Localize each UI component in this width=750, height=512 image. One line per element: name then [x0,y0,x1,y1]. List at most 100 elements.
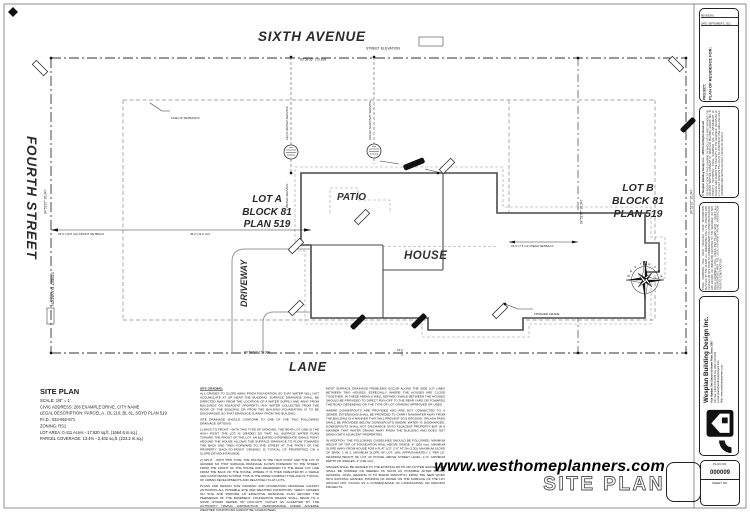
grade-marker-filled [680,117,696,133]
line-of-setbacks-label: LINE OF SETBACKS [171,117,200,120]
info-block: SCALE: 1/8" = 1' CIVIC ADDRESS: 206 EXAM… [40,398,205,487]
sidebar-disclaimer-box: THESE DRAWINGS HAVE BEEN PREPARED FROM I… [699,202,739,292]
company-logo [706,409,734,454]
bearing-right: 04°52'07" 95.347 [690,189,694,214]
dimension-leaders [51,102,578,356]
lot-b-line1: LOT B [622,182,654,194]
patio-label: PATIO [337,192,367,203]
grade-marker-filled [350,314,366,330]
lot-b-line2: BLOCK 81 [612,195,664,208]
project-title: PLAN OF RESIDENCE FOR: [708,47,713,100]
street-elevation-label-top: STREET ELEVATION [366,47,400,51]
sheet-title: SITE PLAN [543,474,665,496]
corner-hatch-marker [667,55,685,73]
street-elevation-label-left: STREET ELEVATION [50,272,55,306]
plan-no-label: PLAN NO. [712,463,727,466]
sidebar-company-box: Wesplan Building Design Inc. Your Number… [699,296,739,456]
street-label-lane: LANE [289,360,328,374]
sheet-no-label: SHEET NO. [711,482,729,485]
plan-no-value: 000009 [709,470,731,476]
notes-paragraph: PLANS AND DESIGN SITE GRADING AND FOUNDA… [200,484,319,512]
disclaimer-body: THESE DRAWINGS HAVE BEEN PREPARED FROM I… [702,206,723,290]
grade-marker-open [287,299,305,317]
lot-b-line3: PLAN 519 [613,208,663,221]
notes-heading: SITE GRADING: [200,387,224,391]
lane-tick-label: 15' [397,349,401,352]
street-label-sixth-avenue: SIXTH AVENUE [258,29,366,44]
notes-paragraph: SITE DRAINAGE SHOULD CONFORM TO ONE OF T… [200,418,319,426]
dim-arrow [572,240,578,244]
street-elevation-swatch-top [418,36,444,47]
grade-marker-open [353,208,371,226]
bearing-bottom: 89°59'52" 179.909 [244,351,271,355]
notes-paragraph: MOST SURFACE DRAINAGE PROBLEMS OCCUR ALO… [326,387,445,407]
project-revisions-row: REVISIONS: [701,10,739,18]
driveway-edges [231,248,311,353]
sanitary-service-label: 100mm SANITARY SERVICE [369,100,372,140]
bearing-left: 04°52'07" 95.347 [44,189,48,214]
dim-arrow [304,228,311,232]
front-setback-label-2: 36.2' (11.0 mtr) [190,233,211,236]
front-setback-label: 34.5' (10.5 mtr) FRONT SETBACK [58,233,105,236]
notes-paragraph: SWALES SHALL BE GRADED TO THE EXISTING D… [326,465,445,489]
street-elevation-swatch-left [46,307,55,325]
project-label: PROJECT: [703,84,707,100]
info-zoning: ZONING: RS1 [40,423,67,429]
sheet-border [3,3,747,509]
water-service-label: 19mm WATER SERVICE [286,106,289,140]
info-civic-address: CIVIC ADDRESS: 206 EXAMPLE DRIVE, CITY N… [40,404,140,410]
project-date-row: DATE: SEPTEMBER 5, 2012 [701,18,739,26]
sidebar-plan-number-box: PLAN NO. 000009 SHEET NO. [700,460,740,506]
corner-diamond-mark [8,7,18,17]
sidebar-project-box: PROJECT: PLAN OF RESIDENCE FOR: DATE: SE… [699,8,739,102]
compass-ring-letter: S [634,265,636,269]
notes-paragraph: WHERE DOWNSPOUTS ARE PROVIDED AND ARE NO… [326,409,445,437]
compass-ring-letter: H [648,262,650,266]
grade-marker-open [491,302,509,320]
info-block-title: SITE PLAN [40,387,80,396]
project-date: DATE: SEPTEMBER 5, 2012 [701,22,731,26]
copyright-heading: © Wesplan Building Design Inc. - 190001 … [702,121,705,196]
notes-paragraph: 1) BACK TO FRONT - WITH THIS TYPE OF GRA… [200,428,319,456]
corner-hatch-marker [31,59,49,77]
sanitary-cleanout-hatch [369,146,379,155]
property-boundary [50,57,687,354]
lot-a-line3: PLAN 519 [243,219,291,230]
house-label: HOUSE [404,250,448,262]
sidebar-copyright-box: © Wesplan Building Design Inc. - 190001 … [699,106,739,198]
utility-service-lines [290,57,375,172]
revision-stamp-box [666,462,701,502]
patio-detail-dashes [329,187,497,247]
grade-marker-open [438,157,456,175]
house-outline [300,172,660,331]
lot-a-line2: BLOCK 81 [242,206,292,218]
info-parcel-coverage: PARCEL COVERAGE: 13.4% - 2,402 sq.ft. (2… [40,436,144,442]
dim-arrow [509,240,515,244]
info-legal-description: LEGAL DESCRIPTION: PARCEL A , DL 210, BL… [40,411,167,416]
copyright-body: REPRODUCTION OF THIS DRAWING IN WHOLE OR… [706,110,724,196]
compass-ring-letter: E [630,269,632,273]
compass-ring-letter: O [654,265,657,269]
bearing-lot-line: 04°52'07" 95.347 [580,199,584,224]
notes-paragraph: ALL GRADES TO SLOPE AWAY FROM FOUNDATION… [200,392,319,416]
project-revisions: REVISIONS: [701,14,715,18]
rear-setback-label: 24.6' (7.5 mtr) REAR SETBACK [511,245,554,248]
notes-paragraph: 2) SPLIT - WITH THIS TYPE, THE HOUSE IS … [200,458,319,482]
finished-grade-label: FINISHED GRADE [534,313,560,316]
grade-marker-filled [411,313,427,329]
roof-overhang-outline [294,166,666,338]
sanitary-cleanout-symbol [366,143,382,159]
service-leader-lines [379,160,438,173]
bearing-top: 89°58'36" 179.828 [300,58,327,62]
website-url: www.westhomeplanners.com [434,458,665,475]
street-label-fourth-street: FOURTH STREET [24,136,39,260]
info-lot-area: LOT AREA: 0.411 Acres - 17,920 sq.ft. (1… [40,430,138,435]
info-scale: SCALE: 1/8" = 1' [40,398,71,404]
compass-ring-letter: M [658,269,661,273]
notes-column-2: MOST SURFACE DRAINAGE PROBLEMS OCCUR ALO… [326,387,446,512]
company-name: Wesplan Building Design Inc. [702,316,710,403]
water-meter-hatch [286,147,296,156]
grade-marker-open [287,237,305,255]
